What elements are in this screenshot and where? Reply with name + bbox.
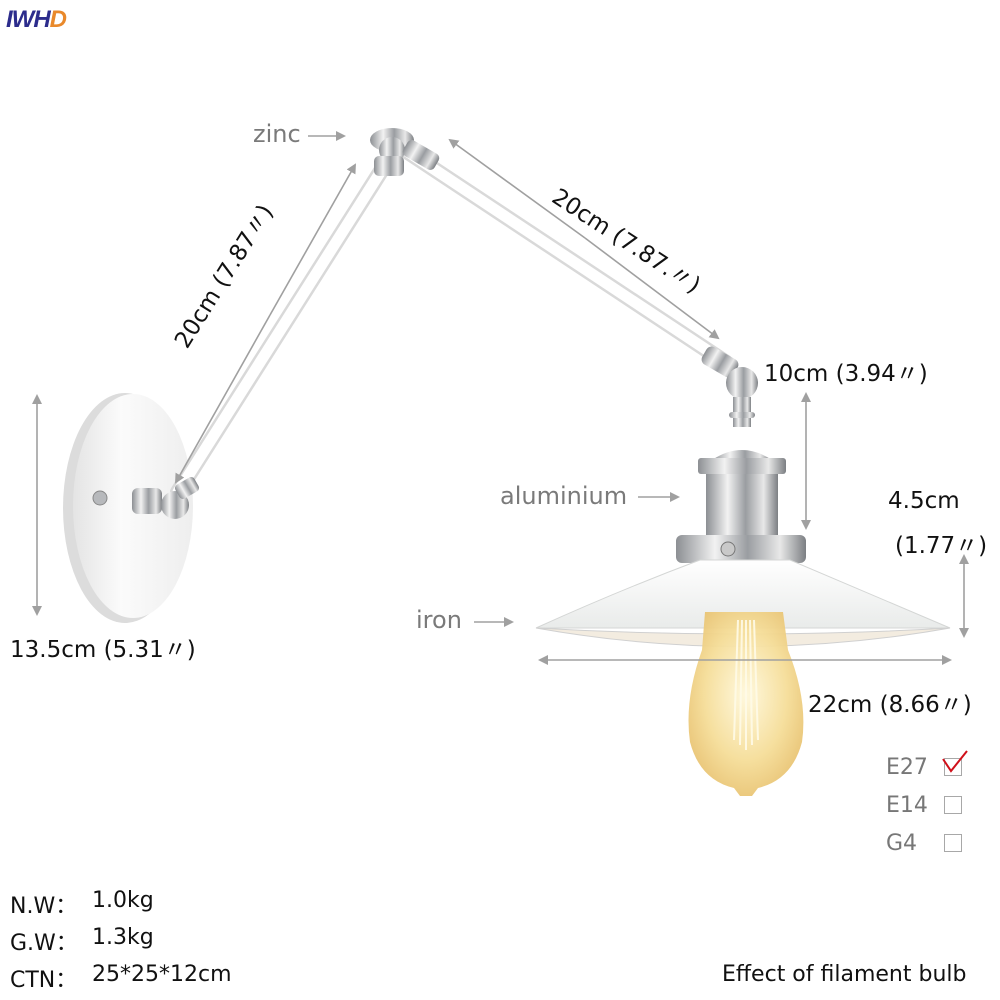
shade-height-dimension-in: (1.77〃) xyxy=(895,533,988,559)
logo-accent-text: D xyxy=(49,6,67,33)
socket-holder xyxy=(676,450,806,563)
socket-label: E27 xyxy=(886,754,928,780)
socket-label: G4 xyxy=(886,830,918,856)
socket-option-e14: E14 xyxy=(886,786,962,824)
spec-label: N.W： xyxy=(10,894,78,919)
spec-row-gross-weight: G.W： 1.3kg xyxy=(10,925,232,962)
checkbox-unchecked xyxy=(944,796,962,814)
shade-width-dimension: 22cm (8.66〃) xyxy=(808,692,972,718)
elbow-joint xyxy=(701,346,758,427)
zinc-label: zinc xyxy=(253,120,301,148)
shade-height-dimension-cm: 4.5cm xyxy=(888,488,960,514)
base-diameter-dimension: 13.5cm (5.31〃) xyxy=(10,637,196,663)
zinc-joint xyxy=(370,128,440,176)
check-mark-icon xyxy=(942,750,968,773)
logo-main-text: IWH xyxy=(6,6,51,33)
spec-label: CTN： xyxy=(10,968,78,993)
socket-option-e27: E27 xyxy=(886,748,968,786)
spec-row-net-weight: N.W： 1.0kg xyxy=(10,888,232,925)
spec-value: 25*25*12cm xyxy=(92,962,232,987)
iron-label: iron xyxy=(416,606,462,634)
neck-dimension: 10cm (3.94〃) xyxy=(764,361,928,387)
bulb-caption: Effect of filament bulb xyxy=(722,962,967,987)
spec-row-carton: CTN： 25*25*12cm xyxy=(10,962,232,999)
socket-option-g4: G4 xyxy=(886,824,962,862)
checkbox-checked xyxy=(942,750,968,776)
checkbox-unchecked xyxy=(944,834,962,852)
socket-options: E27 E14 G4 xyxy=(886,748,968,862)
weight-specs: N.W： 1.0kg G.W： 1.3kg CTN： 25*25*12cm xyxy=(10,888,232,999)
spec-value: 1.0kg xyxy=(92,888,154,913)
dimension-arrows xyxy=(32,131,969,665)
spec-value: 1.3kg xyxy=(92,925,154,950)
brand-logo: IWHD xyxy=(6,6,67,34)
socket-label: E14 xyxy=(886,792,928,818)
base-joint xyxy=(132,477,200,519)
aluminium-label: aluminium xyxy=(500,482,628,510)
filament-bulb xyxy=(688,612,804,796)
spec-label: G.W： xyxy=(10,931,78,956)
